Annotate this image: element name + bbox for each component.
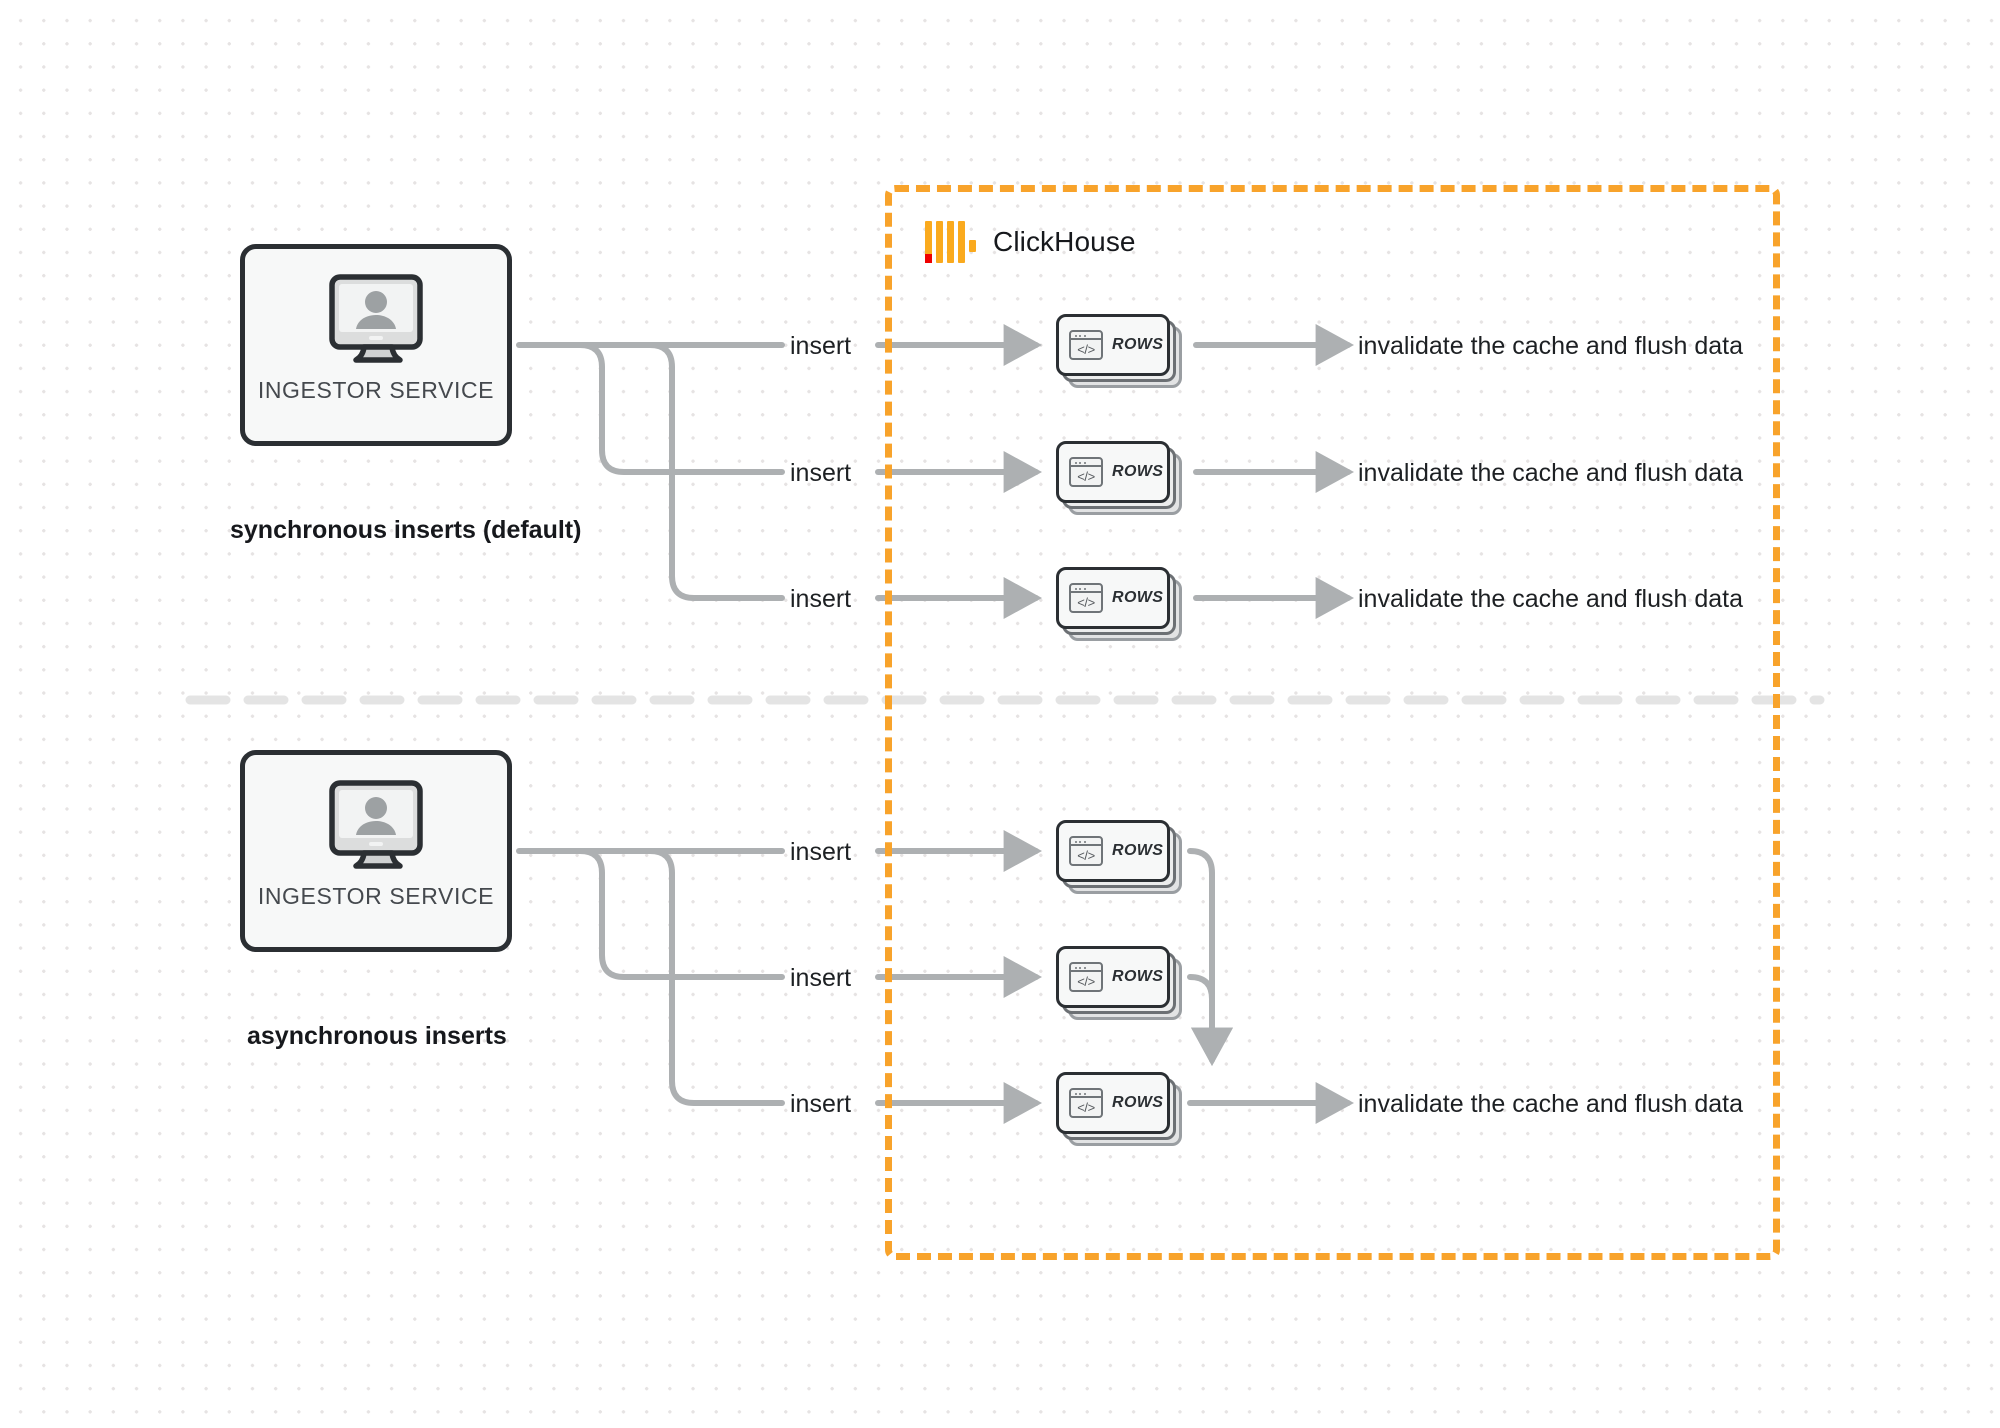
rows-node-sheet-front: </> ROWS [1056,946,1170,1008]
code-window-icon: </> [1069,962,1103,992]
edge-label-async-insert-3: insert [790,1090,852,1118]
rows-node-sheet-front: </> ROWS [1056,314,1170,376]
code-window-icon: </> [1069,457,1103,487]
code-window-icon: </> [1069,583,1103,613]
rows-node-sync-3[interactable]: </> ROWS [1056,567,1182,641]
clickhouse-label: ClickHouse [993,226,1136,257]
caption-synchronous: synchronous inserts (default) [230,516,582,544]
rows-node-sheet-front: </> ROWS [1056,567,1170,629]
rows-node-label: ROWS [1112,842,1164,859]
edge-label-sync-insert-1: insert [790,332,852,360]
edge-label-async-insert-1: insert [790,838,852,866]
rows-node-async-1[interactable]: </> ROWS [1056,820,1182,894]
clickhouse-brand: ClickHouse [925,221,1136,263]
code-glyph: </> [1077,1099,1095,1115]
result-label-async: invalidate the cache and flush data [1358,1090,1743,1118]
code-glyph: </> [1077,847,1095,863]
wire-async-branch-3 [647,848,785,1106]
monitor-user-icon [324,779,428,871]
rows-node-label: ROWS [1112,336,1164,353]
rows-node-sheet-front: </> ROWS [1056,441,1170,503]
rows-node-label: ROWS [1112,589,1164,606]
code-window-icon: </> [1069,836,1103,866]
clickhouse-region [885,185,1780,1260]
monitor-user-icon [324,273,428,365]
code-glyph: </> [1077,341,1095,357]
code-glyph: </> [1077,594,1095,610]
edge-label-sync-insert-2: insert [790,459,852,487]
wire-sync-branch-2 [577,342,785,475]
code-glyph: </> [1077,468,1095,484]
wire-sync-branch-3 [647,342,785,601]
ingestor-service-async[interactable]: INGESTOR SERVICE [240,750,512,952]
code-window-icon: </> [1069,1088,1103,1118]
result-label-sync-2: invalidate the cache and flush data [1358,459,1743,487]
wire-async-join-2 [1187,974,1233,1066]
rows-node-async-3[interactable]: </> ROWS [1056,1072,1182,1146]
rows-node-async-2[interactable]: </> ROWS [1056,946,1182,1020]
ingestor-service-label-async: INGESTOR SERVICE [257,883,495,909]
rows-node-sheet-front: </> ROWS [1056,1072,1170,1134]
result-label-sync-1: invalidate the cache and flush data [1358,332,1743,360]
clickhouse-logo-icon [925,221,976,263]
edge-label-async-insert-2: insert [790,964,852,992]
rows-node-sync-1[interactable]: </> ROWS [1056,314,1182,388]
result-label-sync-3: invalidate the cache and flush data [1358,585,1743,613]
ingestor-service-sync[interactable]: INGESTOR SERVICE [240,244,512,446]
ingestor-service-label-sync: INGESTOR SERVICE [257,377,495,403]
rows-node-label: ROWS [1112,1094,1164,1111]
wire-async-join-1 [1187,848,1233,1066]
edge-label-sync-insert-3: insert [790,585,852,613]
code-window-icon: </> [1069,330,1103,360]
rows-node-sheet-front: </> ROWS [1056,820,1170,882]
rows-node-sync-2[interactable]: </> ROWS [1056,441,1182,515]
caption-asynchronous: asynchronous inserts [247,1022,507,1050]
code-glyph: </> [1077,973,1095,989]
rows-node-label: ROWS [1112,463,1164,480]
rows-node-label: ROWS [1112,968,1164,985]
wire-async-branch-2 [577,848,785,980]
